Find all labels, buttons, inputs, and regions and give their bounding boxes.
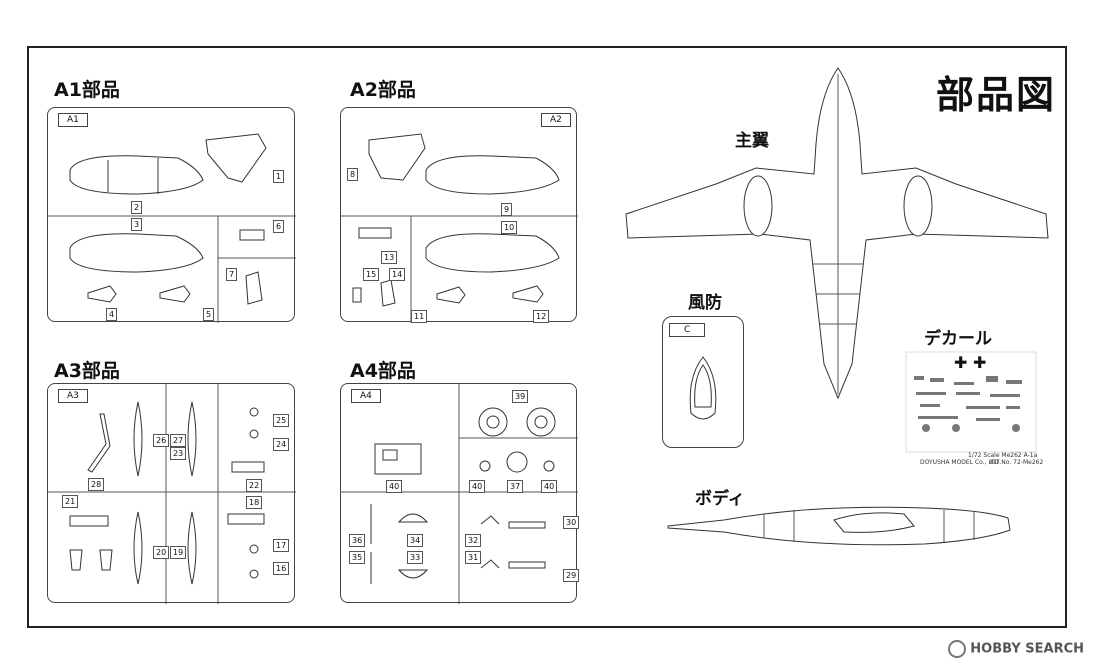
part-number: 36 xyxy=(349,534,366,547)
part-number: 24 xyxy=(273,438,290,451)
part-number: 4 xyxy=(106,308,118,321)
part-number: 34 xyxy=(407,534,424,547)
drawing-frame xyxy=(27,46,1067,628)
section-title-a4: A4部品 xyxy=(350,360,416,382)
part-number: 21 xyxy=(62,495,79,508)
section-title-a3: A3部品 xyxy=(54,360,120,382)
page-title: 部品図 xyxy=(936,73,1057,117)
part-number: 37 xyxy=(507,480,524,493)
canopy-label: 風防 xyxy=(688,293,722,313)
part-number: 32 xyxy=(465,534,482,547)
decal-caption-2: DOYUSHA MODEL Co., LTD. xyxy=(920,459,1002,466)
body-label: ボディ xyxy=(695,489,745,509)
sprue-a4-parts xyxy=(341,384,578,604)
part-number: 7 xyxy=(226,268,238,281)
part-number: 30 xyxy=(563,516,580,529)
body-drawing xyxy=(667,506,1011,546)
part-number: 9 xyxy=(501,203,513,216)
part-number: 40 xyxy=(386,480,403,493)
part-number: 22 xyxy=(246,479,263,492)
sprue-a1-parts xyxy=(48,133,296,323)
svg-text:✚ ✚: ✚ ✚ xyxy=(954,353,986,372)
part-number: 35 xyxy=(349,551,366,564)
part-number: 39 xyxy=(512,390,529,403)
watermark: HOBBY SEARCH xyxy=(948,640,1084,658)
decal-sheet: ✚ ✚ xyxy=(905,351,1037,453)
part-number: 2 xyxy=(131,201,143,214)
sprue-a2-parts xyxy=(341,133,578,323)
hobby-search-logo-icon xyxy=(948,640,967,658)
watermark-text: HOBBY SEARCH xyxy=(970,641,1084,657)
sprue-a4: A4 39 40 40 37 40 30 32 31 29 34 33 36 3… xyxy=(340,383,580,604)
part-number: 19 xyxy=(170,546,187,559)
part-number: 23 xyxy=(170,447,187,460)
sprue-tag-a4: A4 xyxy=(351,389,381,403)
part-number: 13 xyxy=(381,251,398,264)
sprue-tag-a1: A1 xyxy=(58,113,88,127)
part-number: 27 xyxy=(170,434,187,447)
part-number: 40 xyxy=(541,480,558,493)
sprue-tag-a3: A3 xyxy=(58,389,88,403)
section-title-a2: A2部品 xyxy=(350,79,416,101)
part-number: 17 xyxy=(273,539,290,552)
part-number: 14 xyxy=(389,268,406,281)
part-number: 5 xyxy=(203,308,215,321)
part-number: 25 xyxy=(273,414,290,427)
part-number: 15 xyxy=(363,268,380,281)
sprue-a1: A1 1 2 3 4 5 6 7 xyxy=(47,107,296,323)
sprue-a3-parts xyxy=(48,384,296,604)
sprue-tag-a2: A2 xyxy=(541,113,571,127)
part-number: 11 xyxy=(411,310,428,323)
part-number: 26 xyxy=(153,434,170,447)
wing-drawing xyxy=(625,67,1049,400)
part-number: 40 xyxy=(469,480,486,493)
part-number: 31 xyxy=(465,551,482,564)
sprue-canopy: C xyxy=(662,316,744,448)
part-number: 12 xyxy=(533,310,550,323)
part-number: 33 xyxy=(407,551,424,564)
sprue-a3: A3 26 27 25 24 23 22 28 21 18 20 19 17 1… xyxy=(47,383,296,604)
sprue-a2: A2 8 9 10 11 12 13 14 15 xyxy=(340,107,578,323)
wing-label: 主翼 xyxy=(735,131,769,151)
part-number: 1 xyxy=(273,170,285,183)
decal-caption-1: 1/72 Scale Me262 A-1a xyxy=(968,452,1038,459)
part-number: 16 xyxy=(273,562,290,575)
sprue-tag-canopy: C xyxy=(669,323,706,337)
part-number: 10 xyxy=(501,221,518,234)
part-number: 28 xyxy=(88,478,105,491)
part-number: 6 xyxy=(273,220,285,233)
part-number: 3 xyxy=(131,218,143,231)
canopy-part xyxy=(689,356,717,420)
section-title-a1: A1部品 xyxy=(54,79,120,101)
part-number: 18 xyxy=(246,496,263,509)
decal-caption-3: KIT No. 72-Me262 xyxy=(990,459,1044,466)
part-number: 20 xyxy=(153,546,170,559)
part-number: 8 xyxy=(347,168,359,181)
part-number: 29 xyxy=(563,569,580,582)
decal-label: デカール xyxy=(924,329,992,349)
